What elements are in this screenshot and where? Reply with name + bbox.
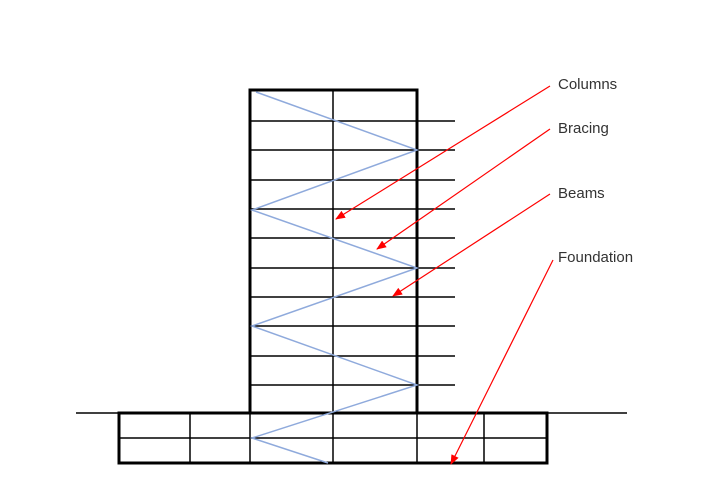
foundation-arrow [450,259,554,465]
bracing [249,91,420,464]
foundation [117,411,549,465]
columns-label: Columns [558,76,617,93]
beams [250,120,455,386]
beams-label: Beams [558,185,605,202]
beams-arrow [392,193,551,297]
bracing-label: Bracing [558,120,609,137]
bracing-arrow [376,128,551,250]
columns [248,88,419,415]
columns-arrow [335,85,551,220]
building-outline [248,88,419,415]
foundation-label: Foundation [558,249,633,266]
pointer-arrows [335,85,554,465]
